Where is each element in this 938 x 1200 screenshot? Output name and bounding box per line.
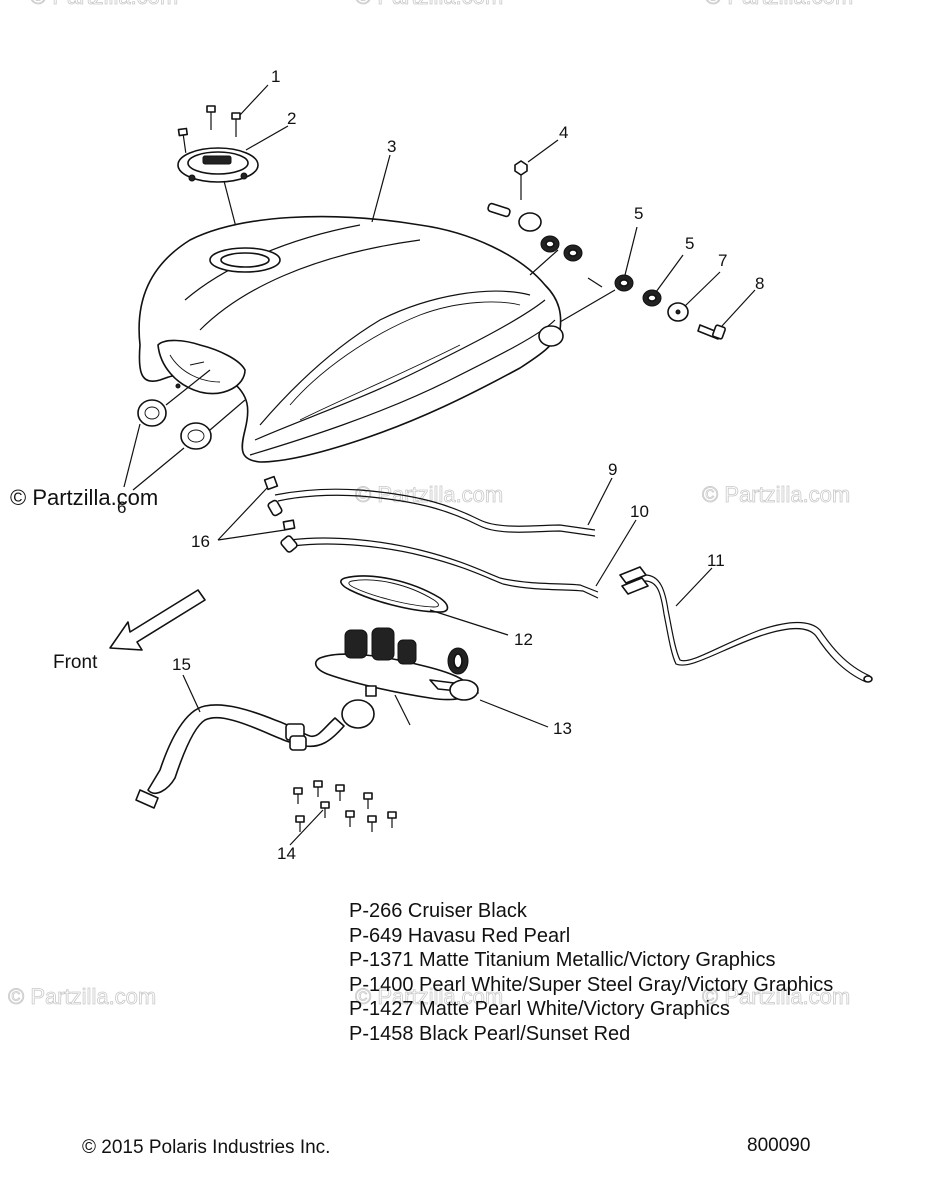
callout-2: 2: [287, 109, 296, 128]
callout-4: 4: [559, 123, 568, 142]
watermark-top-center: © Partzilla.com: [355, 0, 503, 9]
callout-1: 1: [271, 67, 280, 86]
part-fuel-cap-ring: [177, 147, 259, 259]
part-vent-line: [619, 566, 873, 683]
leader-lines: [239, 84, 756, 607]
copyright: © 2015 Polaris Industries Inc.: [82, 1137, 331, 1158]
paint-code-item: P-649 Havasu Red Pearl: [349, 924, 571, 947]
callout-14: 14: [277, 844, 296, 863]
callout-12: 12: [514, 630, 533, 649]
watermark-top-left: © Partzilla.com: [30, 0, 178, 9]
part-fuel-hose: [135, 674, 345, 809]
watermark-mid-center: © Partzilla.com: [355, 482, 503, 507]
paint-code-item: P-1427 Matte Pearl White/Victory Graphic…: [349, 998, 730, 1020]
part-grommets: [123, 369, 246, 491]
callout-3: 3: [387, 137, 396, 156]
callout-5b: 5: [685, 234, 694, 253]
front-label: Front: [53, 652, 98, 673]
paint-code-list: P-266 Cruiser Black P-649 Havasu Red Pea…: [349, 899, 833, 1046]
paint-code-item: P-1458 Black Pearl/Sunset Red: [349, 1022, 631, 1045]
diagram-number: 800090: [747, 1135, 811, 1156]
callout-15: 15: [172, 655, 191, 674]
callout-7: 7: [718, 251, 727, 270]
paint-code-item: P-1371 Matte Titanium Metallic/Victory G…: [349, 949, 776, 971]
part-fuel-tank: [138, 215, 564, 463]
front-arrow: Front: [53, 589, 206, 673]
watermark-mid-left: © Partzilla.com: [10, 485, 158, 510]
callout-11: 11: [707, 551, 725, 570]
callout-6: 6: [117, 498, 126, 517]
part-fuel-lines: [217, 475, 599, 599]
callout-16: 16: [191, 532, 210, 551]
callouts: 1 2 3 4 5 5 7 8 6 9 10 11 12 13 14 15 16: [117, 67, 764, 863]
watermark-mid-right: © Partzilla.com: [702, 482, 850, 507]
watermarks: © Partzilla.com © Partzilla.com © Partzi…: [8, 0, 854, 1009]
callout-10: 10: [630, 502, 649, 521]
part-screws: [177, 105, 241, 153]
watermark-bottom-center: © Partzilla.com: [355, 984, 503, 1009]
paint-code-item: P-1400 Pearl White/Super Steel Gray/Vict…: [349, 973, 834, 996]
part-pump-screws: [289, 780, 397, 846]
part-mounting-hardware: [487, 160, 726, 340]
callout-5a: 5: [634, 204, 643, 223]
watermark-bottom-left: © Partzilla.com: [8, 984, 156, 1009]
paint-code-item: P-266 Cruiser Black: [349, 900, 527, 922]
part-gasket: [340, 575, 509, 636]
callout-13: 13: [553, 719, 572, 738]
watermark-bottom-right: © Partzilla.com: [702, 984, 850, 1009]
part-fuel-pump: [314, 627, 549, 729]
callout-9: 9: [608, 460, 617, 479]
callout-8: 8: [755, 274, 764, 293]
watermark-top-right: © Partzilla.com: [705, 0, 853, 9]
